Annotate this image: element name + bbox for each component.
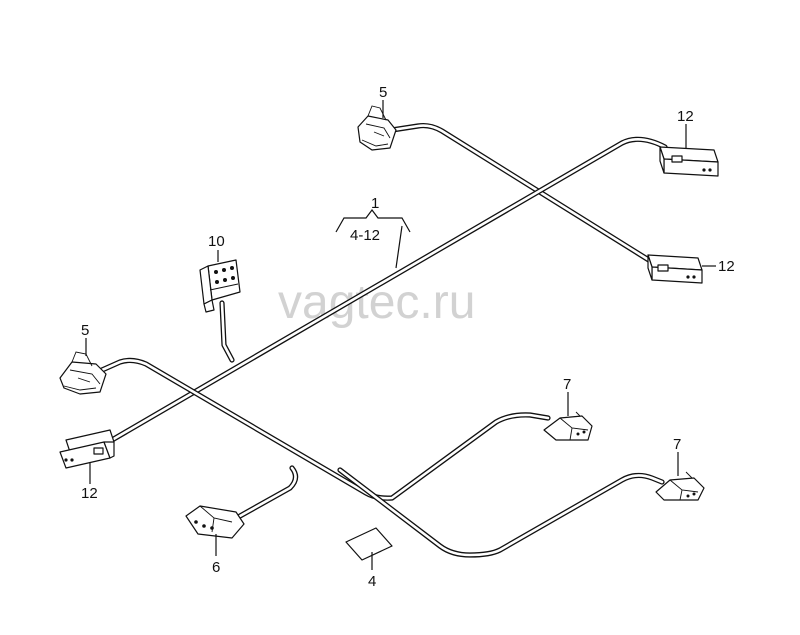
callout-4: 4 [368,573,376,590]
connector-7-lower [655,471,705,501]
callout-labels: 1 4-12 5 12 12 10 5 12 7 7 6 4 [81,84,735,590]
connector-6 [185,505,245,539]
callout-12-left: 12 [81,485,98,502]
callout-5-top: 5 [379,84,387,101]
leader-lines [85,100,716,570]
callout-12-top-right: 12 [677,108,694,125]
callout-7-lower: 7 [673,436,681,453]
connector-10 [199,259,241,313]
callout-12-mid-right: 12 [718,258,735,275]
callout-1: 1 [371,195,379,212]
callout-7-upper: 7 [563,376,571,393]
callout-range-4-12: 4-12 [350,227,380,244]
callout-6: 6 [212,559,220,576]
connector-12-mid-right [647,254,703,284]
item-4-pad [345,527,393,561]
connector-5-top [357,105,397,151]
connector-5-left [59,351,107,395]
harness-wires [99,122,668,558]
callout-10: 10 [208,233,225,250]
callout-5-left: 5 [81,322,89,339]
connector-12-left [59,429,115,469]
connector-7-upper [543,411,593,441]
connector-12-top-right [659,146,719,177]
